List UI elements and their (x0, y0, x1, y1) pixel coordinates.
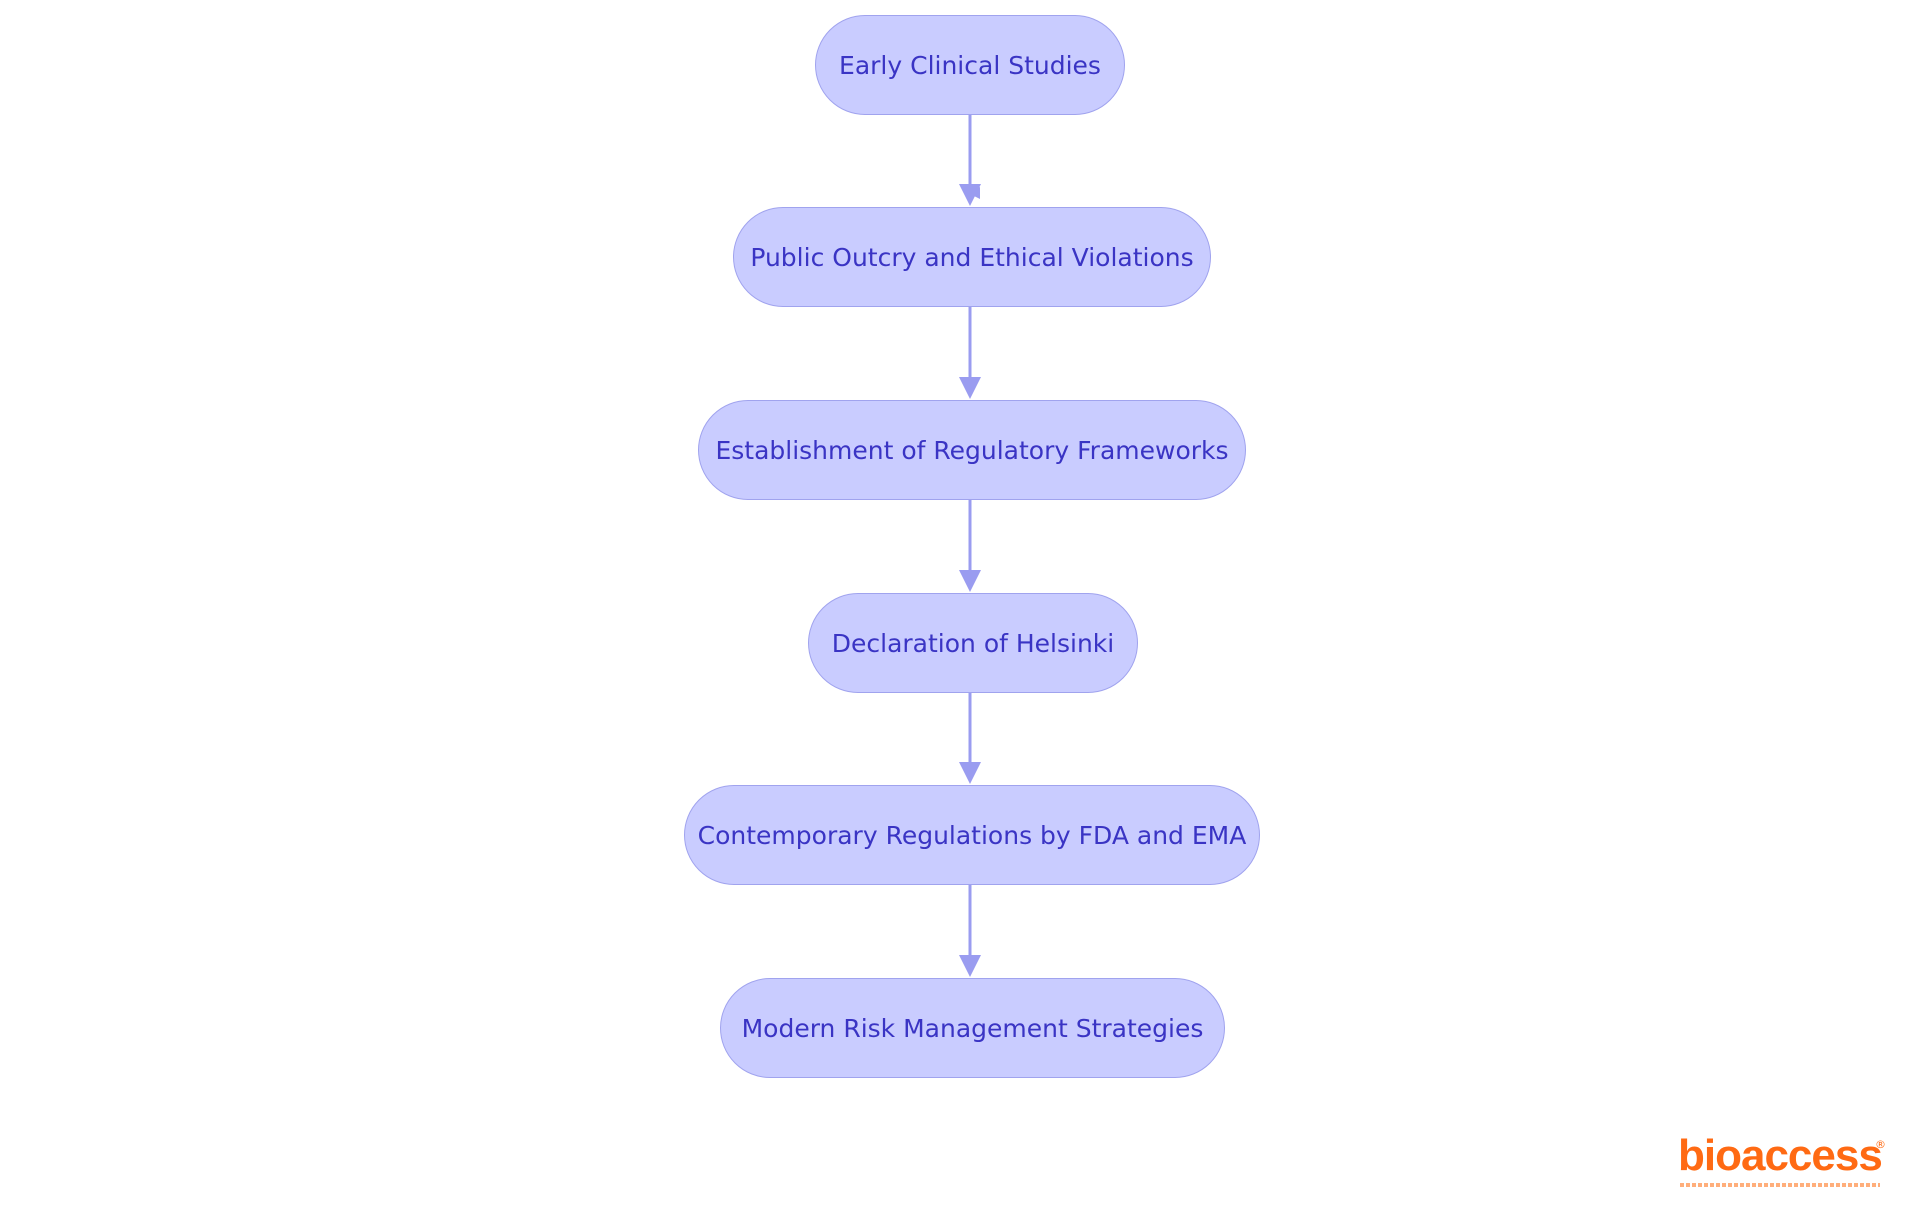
node-early-clinical-studies: Early Clinical Studies (815, 15, 1125, 115)
node-public-outcry-ethical-violations: Public Outcry and Ethical Violations (733, 207, 1211, 307)
arrowhead-n1-n2 (959, 184, 981, 206)
node-establishment-regulatory-frameworks: Establishment of Regulatory Frameworks (698, 400, 1246, 500)
logo-registered-mark: ® (1875, 1138, 1886, 1151)
node-contemporary-regulations-fda-ema: Contemporary Regulations by FDA and EMA (684, 785, 1260, 885)
arrowhead-n3-n4 (959, 570, 981, 592)
arrowhead-n5-n6 (959, 955, 981, 977)
arrowhead-n2-n3 (959, 377, 981, 399)
logo-tagline-graphic (1680, 1183, 1880, 1187)
arrowhead-n4-n5 (959, 762, 981, 784)
logo-wordmark: bioaccess (1678, 1131, 1883, 1180)
node-declaration-of-helsinki: Declaration of Helsinki (808, 593, 1138, 693)
bioaccess-logo: bioaccess ® (1670, 1134, 1895, 1195)
node-modern-risk-management-strategies: Modern Risk Management Strategies (720, 978, 1225, 1078)
